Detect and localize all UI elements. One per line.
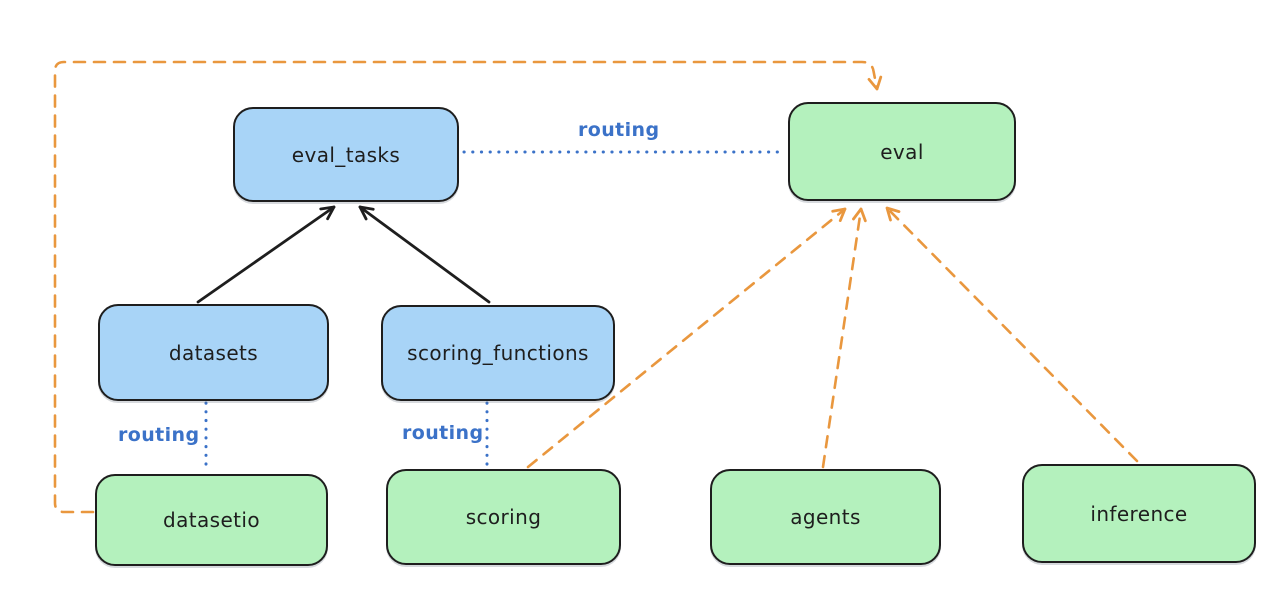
node-eval: eval bbox=[788, 102, 1016, 201]
node-datasetio-label: datasetio bbox=[162, 508, 260, 532]
node-agents: agents bbox=[710, 469, 941, 565]
edge-label-routing-datasets: routing bbox=[118, 424, 200, 446]
node-scoring-label: scoring bbox=[465, 505, 542, 529]
node-inference-label: inference bbox=[1090, 501, 1188, 526]
edge-scoring-to-eval bbox=[526, 207, 847, 469]
node-eval-tasks: eval_tasks bbox=[233, 107, 459, 202]
node-agents-label: agents bbox=[790, 505, 861, 529]
node-inference: inference bbox=[1022, 464, 1256, 563]
edge-inference-to-eval bbox=[885, 206, 1139, 463]
edge-datasets-to-eval-tasks bbox=[196, 205, 336, 304]
node-eval-label: eval bbox=[880, 139, 924, 164]
node-scoring-functions: scoring_functions bbox=[381, 305, 615, 401]
node-scoring: scoring bbox=[386, 469, 621, 565]
node-eval-tasks-label: eval_tasks bbox=[291, 142, 401, 167]
edge-datasetio-to-eval bbox=[53, 60, 883, 514]
node-scoring-functions-label: scoring_functions bbox=[407, 341, 589, 365]
node-datasets-label: datasets bbox=[168, 340, 259, 365]
node-datasets: datasets bbox=[98, 304, 329, 401]
edge-label-routing-top: routing bbox=[578, 119, 660, 141]
edge-label-routing-scoring: routing bbox=[402, 422, 484, 444]
edge-agents-to-eval bbox=[821, 207, 867, 469]
node-datasetio: datasetio bbox=[95, 474, 328, 566]
edge-scoring-functions-to-eval-tasks bbox=[358, 205, 491, 304]
